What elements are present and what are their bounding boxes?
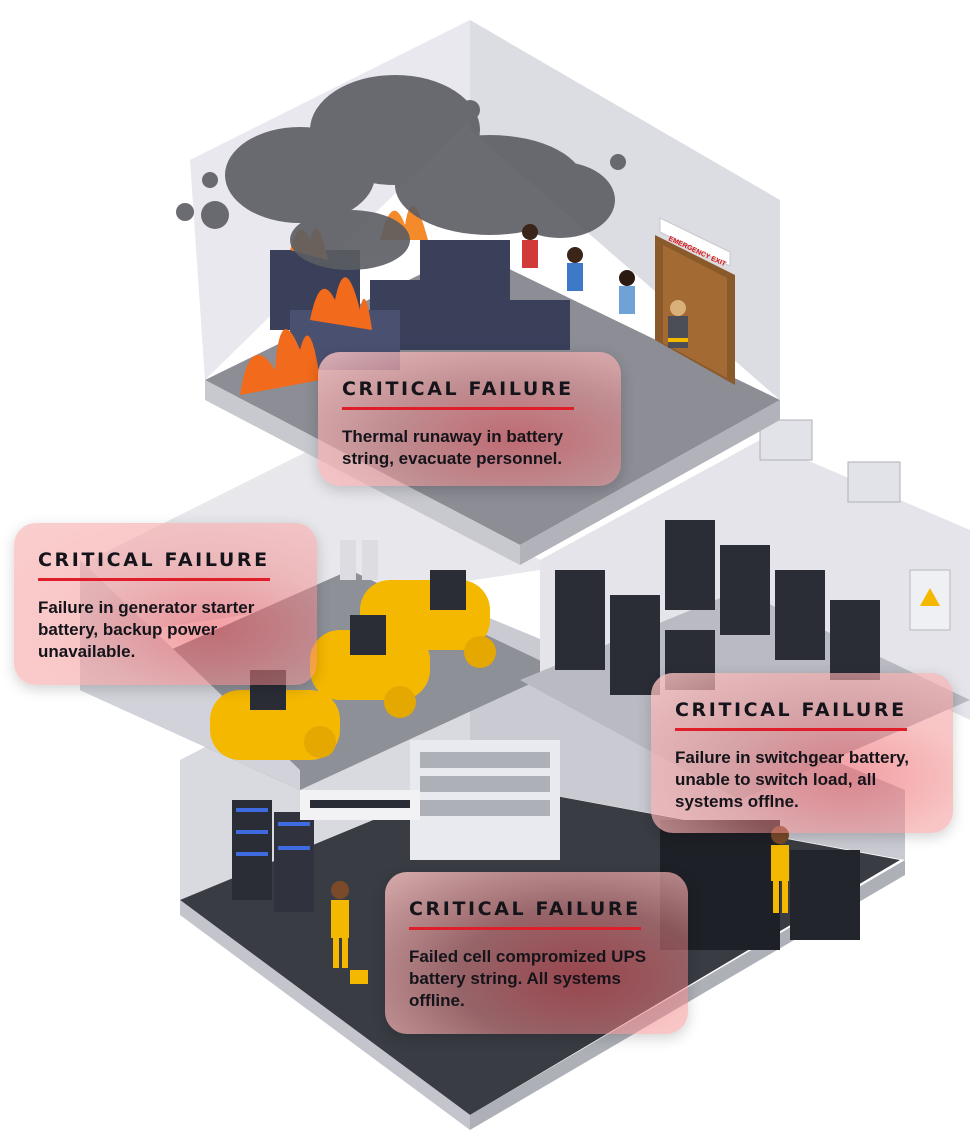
evacuating-people [522,224,688,348]
technician-ups [331,881,368,984]
callout-battery-room-title: CRITICAL FAILURE [342,378,574,410]
battery-room: EMERGENCY EXIT [176,20,780,565]
callout-generator-title: CRITICAL FAILURE [38,549,270,581]
callout-generator: CRITICAL FAILURE Failure in generator st… [14,523,317,685]
ups-server-racks [232,740,860,950]
callout-switchgear: CRITICAL FAILURE Failure in switchgear b… [651,673,953,833]
callout-generator-body: Failure in generator starter battery, ba… [38,598,255,661]
smoke-cloud [176,75,626,270]
generators [210,540,496,760]
callout-ups: CRITICAL FAILURE Failed cell compromized… [385,872,688,1034]
callout-switchgear-title: CRITICAL FAILURE [675,699,907,731]
ups-room-floor-edge [180,900,470,1130]
ac-unit-1 [759,419,813,461]
callout-ups-title: CRITICAL FAILURE [409,898,641,930]
ac-unit-2 [847,461,901,503]
server-racks-middle [555,520,951,695]
callout-ups-body: Failed cell compromized UPS battery stri… [409,947,647,1010]
callout-battery-room: CRITICAL FAILURE Thermal runaway in batt… [318,352,621,486]
battery-room-floor-edge-right [520,400,780,565]
callout-battery-room-body: Thermal runaway in battery string, evacu… [342,427,564,468]
callout-switchgear-body: Failure in switchgear battery, unable to… [675,748,909,811]
